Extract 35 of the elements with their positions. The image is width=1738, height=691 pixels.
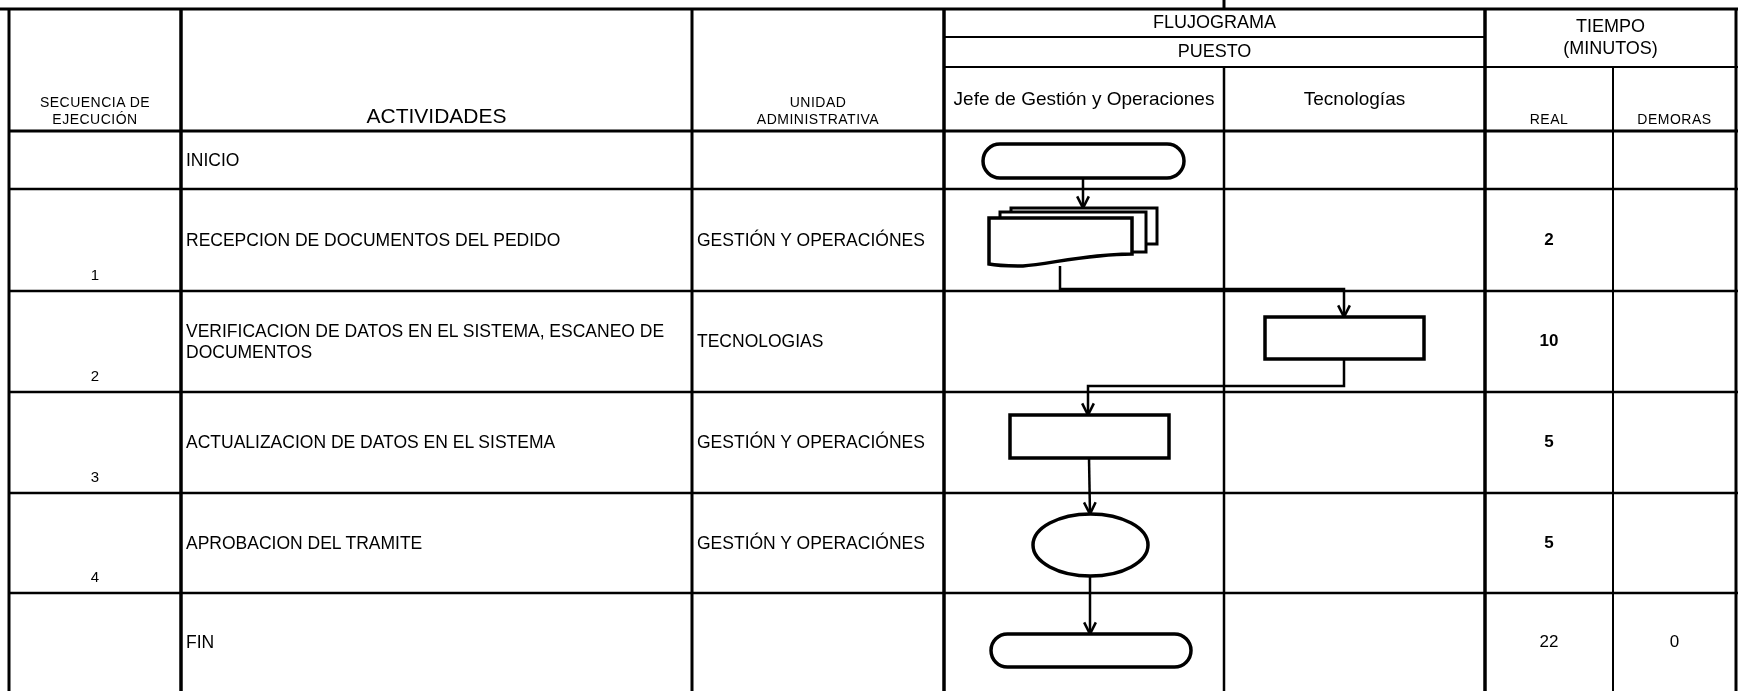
activity-text: ACTUALIZACION DE DATOS EN EL SISTEMA [186,432,556,453]
activity-text: RECEPCION DE DOCUMENTOS DEL PEDIDO [186,229,561,251]
time-value: 10 [1539,331,1559,352]
column-header: Jefe de Gestión y Operaciones [953,87,1215,111]
time-value: 2 [1544,229,1554,251]
step-number: 2 [90,367,100,385]
arrow [1075,178,1091,210]
arrow [1058,266,1352,319]
step-number: 4 [90,568,100,586]
time-value: 5 [1544,532,1554,554]
column-header: Tecnologías [1303,87,1406,111]
activity-text: APROBACION DEL TRAMITE [186,532,423,554]
arrow [1082,576,1098,636]
unit-text: GESTIÓN Y OPERACIÓNES [697,229,925,251]
activity-text: FIN [186,631,215,653]
time-value: 5 [1544,432,1554,453]
arrow [1082,457,1097,516]
column-header: FLUJOGRAMA [1153,12,1276,34]
column-header: SECUENCIA DE EJECUCIÓN [38,94,152,128]
time-value: 0 [1669,631,1680,653]
unit-text: GESTIÓN Y OPERACIÓNES [697,532,925,554]
column-header: ACTIVIDADES [366,102,507,128]
unit-text: TECNOLOGIAS [697,331,824,352]
step-number: 3 [90,468,100,486]
column-header: PUESTO [1177,41,1252,63]
column-header: REAL [1529,111,1569,128]
step-number: 1 [90,266,100,284]
arrow [1080,359,1346,417]
column-header: DEMORAS [1637,111,1712,128]
column-header: UNIDAD ADMINISTRATIVA [755,94,881,128]
activity-text: VERIFICACION DE DATOS EN EL SISTEMA, ESCANEO DE DOCUMENTOS [186,320,666,363]
unit-text: GESTIÓN Y OPERACIÓNES [697,432,925,453]
activity-text: INICIO [186,149,240,171]
time-value: 22 [1539,631,1559,653]
column-header: TIEMPO (MINUTOS) [1562,16,1659,60]
